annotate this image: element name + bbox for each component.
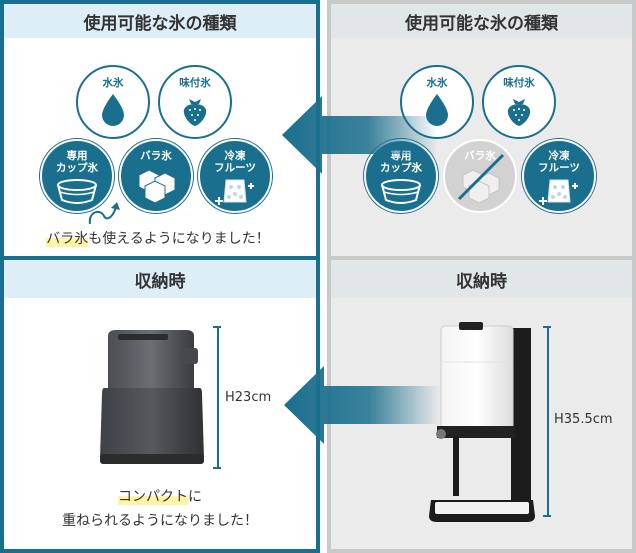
height-label: H23cm [225,390,272,405]
old-cup-ice-item: 専用 カップ氷 [364,139,438,213]
cup-ice-label-line1: 専用 [66,150,88,162]
strawberry-icon [183,99,207,126]
storage-caption-line1-rest: に [188,489,202,505]
arrow-left-icon [284,366,440,444]
curved-arrow-icon [88,202,120,225]
old-frozen-fruit-label-line1: 冷凍 [548,150,570,162]
old-loose-ice-item-unavailable: バラ氷 [443,139,517,213]
water-drop-icon [102,94,124,126]
old-section-divider [331,256,632,260]
storage-caption-highlight: コンパクト [118,489,188,505]
loose-ice-caption-rest: も使えるようになりました！ [88,231,270,247]
storage-caption-line2: 重ねられるようになりました！ [62,513,258,529]
water-ice-item: 水氷 [76,65,150,139]
frozen-fruit-label-line2: フルーツ [214,162,256,174]
ice-cubes-icon [138,169,176,203]
loose-ice-caption: バラ氷も使えるようになりました！ [8,228,308,248]
old-water-ice-label: 水氷 [426,77,448,89]
loose-ice-caption-highlight: バラ氷 [46,231,89,247]
flavored-ice-item: 味付氷 [158,65,232,139]
old-model-panel: 使用可能な氷の種類 水氷 味付氷 専用 カップ氷 [327,0,636,553]
tall-shaver-image [429,322,535,522]
flavored-ice-label: 味付氷 [179,77,211,89]
cup-ice-label-line2: カップ氷 [56,162,98,174]
storage-section: H23cm コンパクトに 重ねられるようになりました！ [4,298,316,549]
old-loose-ice-label: バラ氷 [464,150,496,162]
compact-shaver-image [100,330,204,464]
old-height-label: H35.5cm [554,412,613,427]
cup-ice-item: 専用 カップ氷 [40,139,114,213]
strawberry-icon [507,99,531,126]
usable-ice-section: 水氷 味付氷 専用 カップ氷 バラ [4,38,316,256]
loose-ice-item: バラ氷 [119,139,193,213]
old-usable-ice-header: 使用可能な氷の種類 [331,4,632,38]
loose-ice-label: バラ氷 [140,150,172,162]
height-dimension-line [217,326,219,468]
frozen-fruit-icon [215,179,254,205]
section-divider [4,256,316,260]
cup-ice-icon [57,179,97,204]
old-cup-ice-label-line2: カップ氷 [380,162,422,174]
storage-caption-line1: コンパクトに [4,486,316,506]
frozen-fruit-label-line1: 冷凍 [224,150,246,162]
new-model-panel: 使用可能な氷の種類 水氷 味付氷 専用 カップ氷 [0,0,320,553]
old-storage-header: 収納時 [331,260,632,298]
water-ice-label: 水氷 [102,77,124,89]
arrow-left-icon [282,96,438,174]
old-frozen-fruit-item: 冷凍 フルーツ [522,139,596,213]
old-height-dimension-line [547,326,549,516]
old-frozen-fruit-label-line2: フルーツ [538,162,580,174]
frozen-fruit-item: 冷凍 フルーツ [198,139,272,213]
old-usable-ice-title: 使用可能な氷の種類 [405,13,558,34]
old-flavored-ice-label: 味付氷 [503,77,535,89]
ice-cubes-icon [462,169,500,203]
old-flavored-ice-item: 味付氷 [482,65,556,139]
storage-header: 収納時 [4,260,316,298]
old-storage-title: 収納時 [456,271,507,292]
usable-ice-header: 使用可能な氷の種類 [4,4,316,38]
frozen-fruit-icon [539,179,578,205]
cup-ice-icon [381,179,421,204]
storage-title: 収納時 [134,271,186,292]
unavailable-slash-icon [457,153,505,201]
usable-ice-title: 使用可能な氷の種類 [83,13,237,34]
